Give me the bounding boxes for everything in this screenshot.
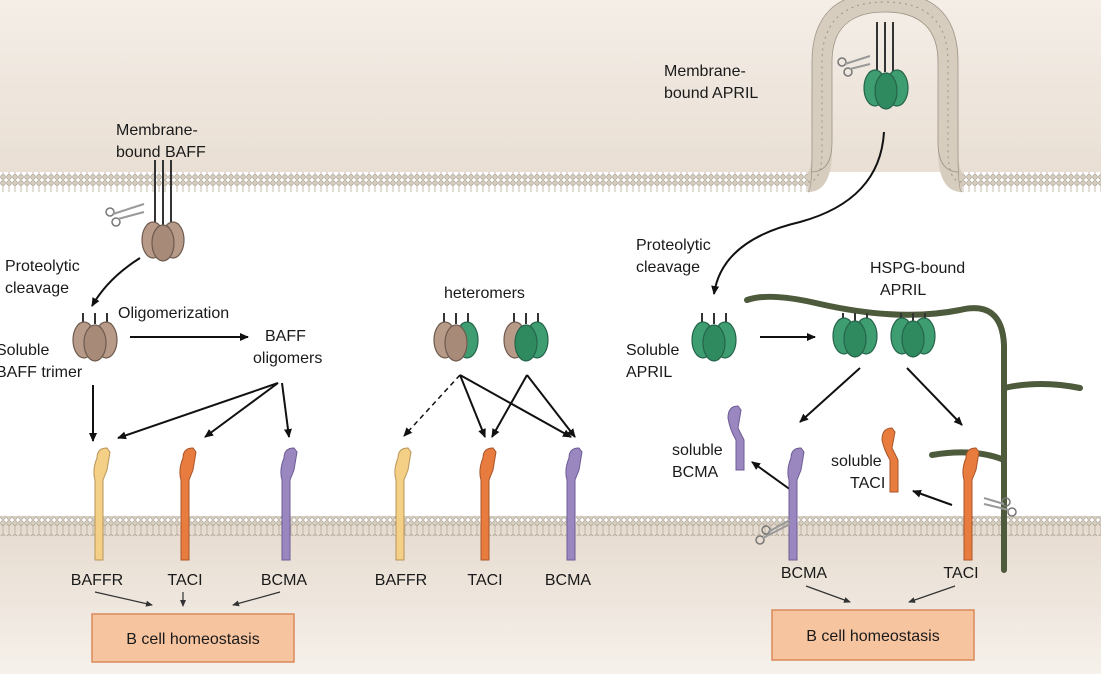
membrane-baff-trimer [141, 160, 185, 262]
receptor-taci-right [962, 447, 980, 561]
hspg-label-2: APRIL [880, 282, 926, 299]
proteolytic-left-label-1: Proteolytic [5, 258, 80, 275]
arrow-hspg-bcma [799, 367, 861, 423]
receptor-bcma-middle [565, 447, 583, 561]
arrow-bcma-outcome-right [805, 585, 851, 603]
cleavage-arrow-right [711, 131, 885, 295]
receptor-bcma-left [280, 447, 298, 561]
baff-oligomers-label-2: oligomers [253, 350, 322, 367]
outcome-box-left [91, 613, 295, 663]
soluble-baff-label-2: BAFF trimer [0, 364, 83, 381]
proteolytic-left-label-2: cleavage [5, 280, 69, 297]
membrane-april-label-2: bound APRIL [664, 85, 758, 102]
arrow-oligomers-taci [204, 382, 279, 438]
arrow-taci-shedding [912, 489, 953, 506]
receptor-label-baffr-left: BAFFR [71, 572, 123, 589]
membrane-baff-label-2: bound BAFF [116, 144, 206, 161]
soluble-taci-label-1: soluble [831, 453, 882, 470]
heteromer-left [433, 313, 479, 362]
arrow-heteromer-taci [459, 374, 486, 438]
arrow-hspg-taci [906, 367, 963, 426]
outcome-text-right: B cell homeostasis [806, 628, 939, 645]
arrow-heteromer-bcma [459, 374, 572, 438]
heteromer-right [503, 313, 549, 362]
receptor-baffr-middle [394, 447, 412, 561]
proteolytic-right-label-2: cleavage [636, 259, 700, 276]
membrane-april-label-1: Membrane- [664, 63, 746, 80]
soluble-april-trimer [691, 313, 737, 362]
soluble-bcma-label-1: soluble [672, 442, 723, 459]
arrow-taci-outcome-right [908, 585, 956, 603]
soluble-baff-trimer [72, 313, 118, 362]
arrow-heteromer2-taci [491, 374, 528, 438]
receptor-label-taci-left: TACI [167, 572, 202, 589]
soluble-baff-label-1: Soluble [0, 342, 49, 359]
receptor-taci-left [179, 447, 197, 561]
arrow-bcma-shedding [751, 461, 796, 494]
outcome-text-left: B cell homeostasis [126, 631, 259, 648]
scissors-icon [837, 55, 871, 77]
soluble-april-label-2: APRIL [626, 364, 672, 381]
receptor-baffr-left [93, 447, 111, 561]
oligomerization-label: Oligomerization [118, 305, 229, 322]
hspg-label-1: HSPG-bound [870, 260, 965, 277]
arrow-baffr-outcome [94, 591, 153, 607]
arrow-oligomers-baffr [117, 382, 279, 440]
top-membrane-right [962, 172, 1101, 192]
hspg-april-trimer-1 [832, 313, 878, 358]
top-membrane-left [0, 172, 808, 192]
receptor-label-bcma-right: BCMA [781, 565, 828, 582]
arrow-heteromer2-bcma [526, 374, 576, 438]
outcome-box-right [771, 609, 975, 661]
receptor-bcma-right [787, 447, 805, 561]
baff-oligomers-label-1: BAFF [265, 328, 306, 345]
scissors-icon [105, 203, 145, 227]
arrow-bcma-outcome [232, 591, 281, 607]
receptor-label-bcma-middle: BCMA [545, 572, 592, 589]
membrane-bulge-outer [807, 0, 963, 193]
soluble-bcma-fragment [727, 405, 745, 471]
top-cell [0, 0, 1101, 193]
arrow-heteromer-baffr-dashed [403, 374, 461, 437]
soluble-taci-label-2: TACI [850, 475, 885, 492]
heteromers-label: heteromers [444, 285, 525, 302]
membrane-baff-label-1: Membrane- [116, 122, 198, 139]
receptor-label-baffr-middle: BAFFR [375, 572, 427, 589]
receptor-label-taci-middle: TACI [467, 572, 502, 589]
arrow-oligomers-bcma [281, 382, 292, 438]
receptor-label-bcma-left: BCMA [261, 572, 308, 589]
receptor-label-taci-right: TACI [943, 565, 978, 582]
soluble-april-label-1: Soluble [626, 342, 679, 359]
membrane-april-trimer [863, 22, 909, 110]
soluble-taci-fragment [881, 427, 899, 493]
membrane-bulge-inner [810, 11, 960, 173]
scissors-icon [755, 519, 791, 545]
receptor-taci-middle [479, 447, 497, 561]
proteolytic-right-label-1: Proteolytic [636, 237, 711, 254]
bottom-membrane [0, 516, 1101, 536]
membrane-bulge-beads [807, 1, 963, 183]
scissors-icon [983, 497, 1017, 517]
cleavage-arrow-left [91, 257, 141, 307]
soluble-bcma-label-2: BCMA [672, 464, 719, 481]
hspg-april-trimer-2 [890, 313, 936, 358]
